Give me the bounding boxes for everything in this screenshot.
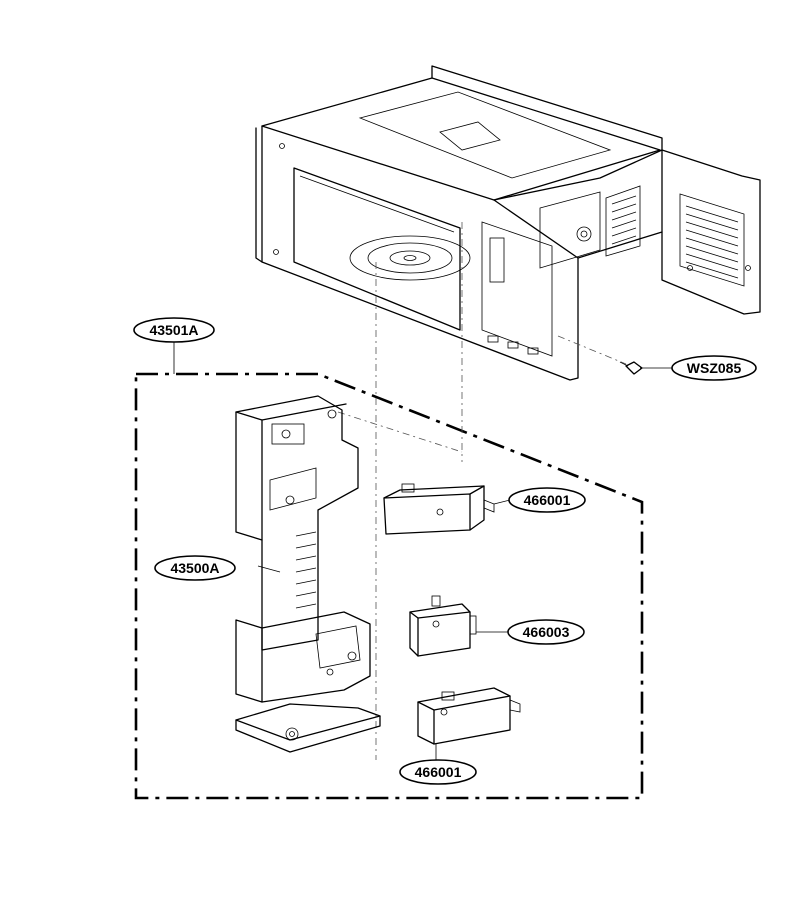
label-screw: WSZ085 [671, 355, 757, 381]
latch-board-part [235, 395, 381, 753]
label-assembly: 43501A [133, 317, 215, 374]
label-switch-middle-text: 466003 [523, 624, 570, 640]
label-latch-board-text: 43500A [170, 560, 219, 576]
label-switch-top: 466001 [508, 487, 586, 513]
label-switch-middle: 466003 [507, 619, 585, 645]
micro-switch-top [383, 483, 511, 535]
label-latch-board: 43500A [154, 555, 236, 581]
micro-switch-middle [409, 595, 508, 657]
assembly-boundary [134, 372, 644, 800]
alignment-lines [337, 222, 627, 760]
label-switch-bottom-text: 466001 [415, 764, 462, 780]
micro-switch-bottom [417, 687, 521, 760]
label-screw-text: WSZ085 [687, 360, 742, 376]
label-switch-bottom: 466001 [399, 759, 477, 785]
oven-cavity [255, 65, 761, 381]
label-switch-top-text: 466001 [524, 492, 571, 508]
label-assembly-text: 43501A [149, 322, 198, 338]
screw-part [619, 361, 672, 375]
